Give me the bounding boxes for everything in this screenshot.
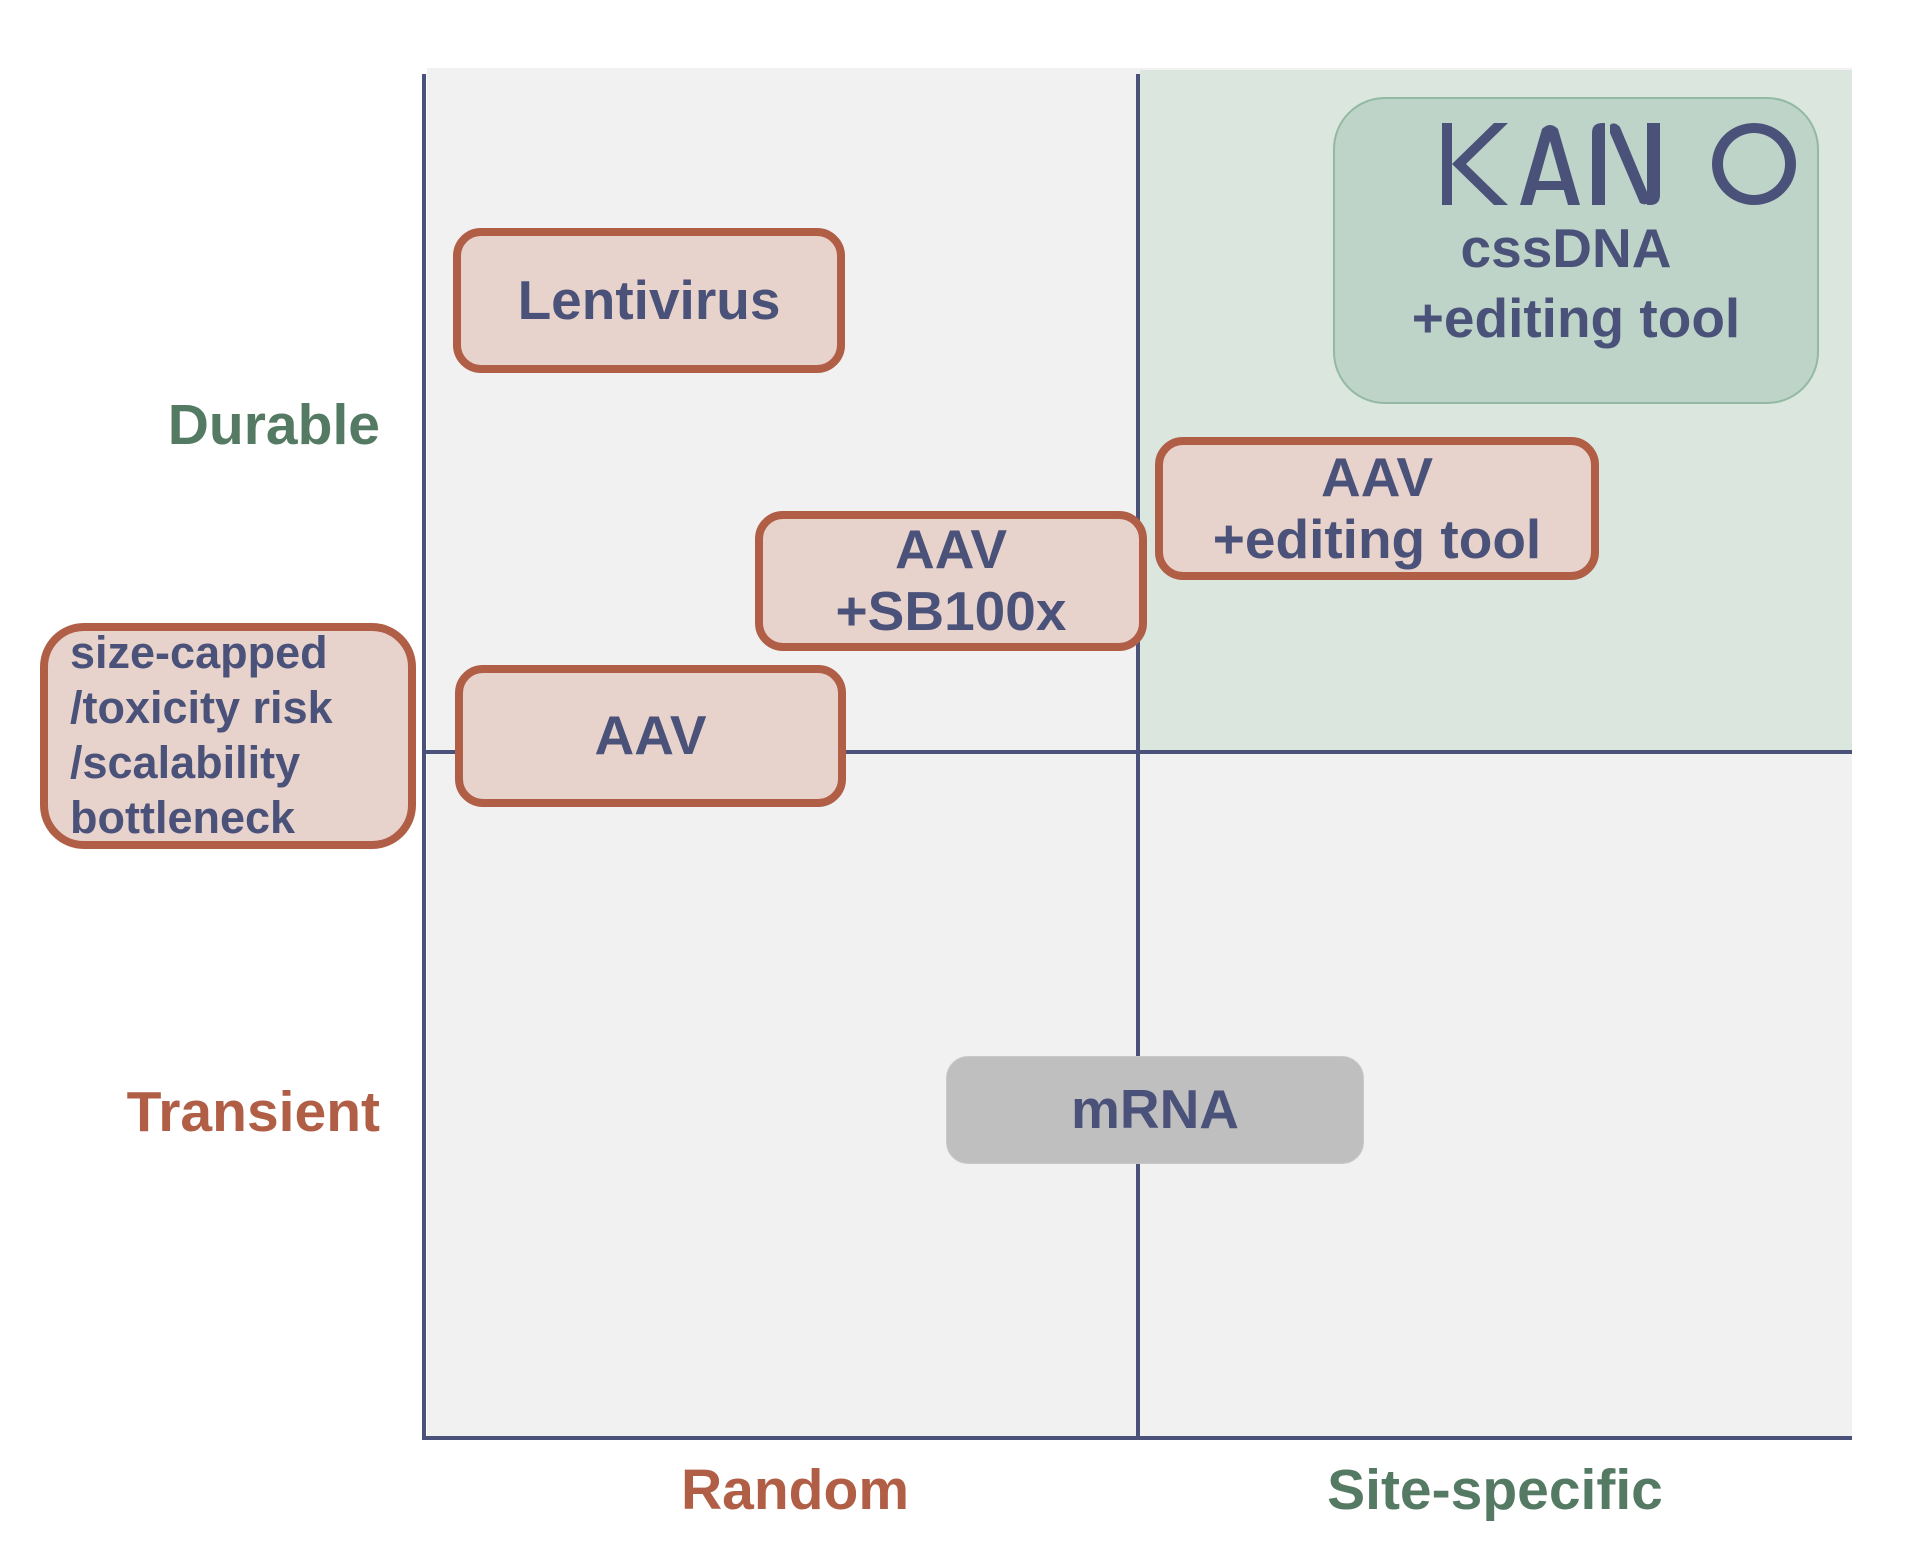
aav-sb100x-line1: AAV [894,518,1008,581]
aav-sb100x-box: AAV +SB100x [755,511,1147,651]
aav-editing-line1: AAV [1320,445,1434,508]
y-axis-line [422,74,426,1440]
limitations-box: size-capped /toxicity risk /scalability … [40,623,416,849]
aav-label: AAV [594,704,707,767]
aav-box: AAV [455,665,846,807]
limitation-line: size-capped [70,627,328,679]
lentivirus-box: Lentivirus [453,228,845,373]
limitation-line: bottleneck [70,791,296,843]
y-label-transient: Transient [126,1080,380,1144]
limitation-line: /toxicity risk [70,682,333,734]
mrna-box: mRNA [946,1056,1364,1164]
limitation-line: /scalability [70,737,301,788]
kano-logo-icon: KANO [1442,123,1796,205]
kano-cssdna-box: KANO cssDNA +editing tool [1333,97,1819,404]
x-label-random: Random [681,1458,909,1522]
x-axis-line [422,1436,1852,1440]
aav-editing-line2: +editing tool [1212,507,1542,570]
vertical-quadrant-divider [1136,74,1140,1438]
horizontal-quadrant-divider [424,750,1852,754]
lentivirus-label: Lentivirus [517,268,781,331]
kano-line2: +editing tool [1411,287,1741,350]
aav-sb100x-line2: +SB100x [835,580,1067,642]
x-label-site-specific: Site-specific [1327,1458,1663,1522]
mrna-label: mRNA [1070,1078,1240,1141]
y-label-durable: Durable [167,393,380,457]
aav-editing-tool-box: AAV +editing tool [1155,437,1599,580]
kano-line1: cssDNA [1460,217,1672,279]
